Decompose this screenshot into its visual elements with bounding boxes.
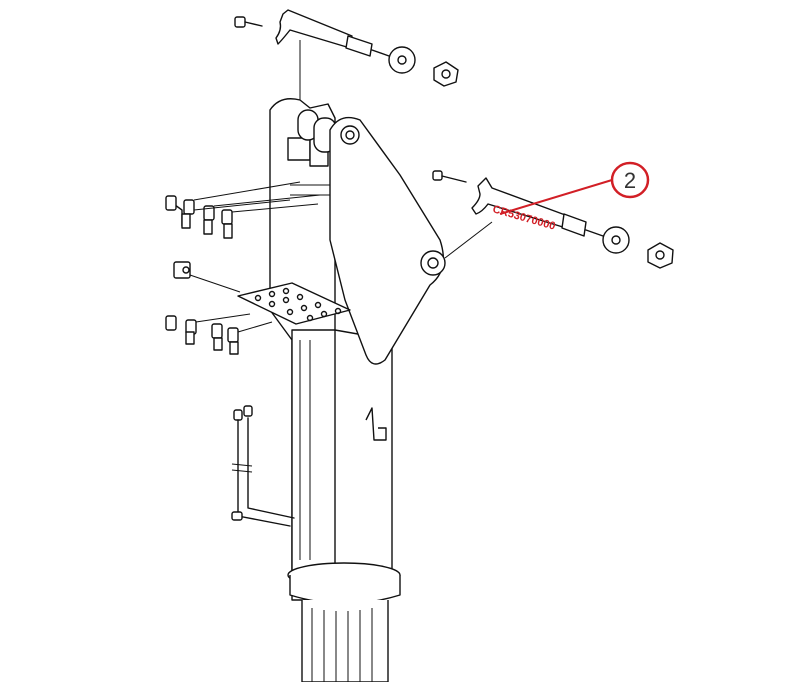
small-block	[173, 261, 241, 293]
side-nut	[647, 242, 674, 269]
callout-number: 2	[624, 168, 636, 193]
lower-fittings	[165, 313, 273, 355]
side-pin-assembly	[432, 170, 674, 269]
lower-bracket	[231, 405, 295, 527]
callout-leader-line	[499, 179, 613, 215]
side-pin	[471, 177, 569, 229]
mounting-plate	[237, 282, 351, 325]
top-pin-assembly	[234, 9, 459, 100]
top-bolt	[234, 16, 263, 28]
top-washer	[388, 46, 416, 74]
side-washer	[602, 226, 630, 254]
callout-circle	[610, 161, 650, 199]
upper-fittings	[165, 181, 321, 239]
top-nut	[433, 61, 459, 87]
pivot-plate	[329, 116, 493, 365]
base-foot	[287, 562, 401, 682]
top-pin	[275, 9, 353, 49]
